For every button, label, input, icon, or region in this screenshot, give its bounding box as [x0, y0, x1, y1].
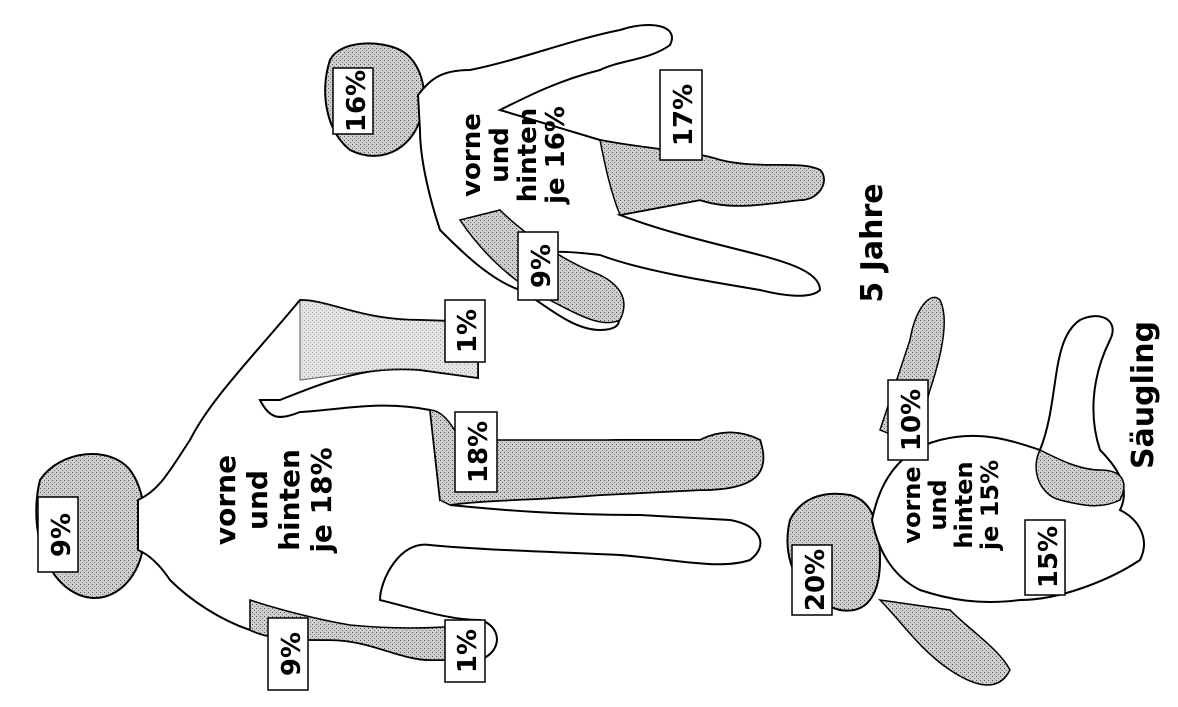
infant-caption: Säugling [1126, 321, 1161, 469]
infant-arm-lower [880, 600, 1010, 685]
child5-figure: 16% 17% 9% vorne und hinten je 16% 5 Jah… [325, 25, 890, 330]
infant-trunk-line-2: und [924, 479, 952, 530]
infant-figure: 20% 10% 15% vorne und hinten je 15% Säug… [787, 297, 1161, 685]
adult-trunk-line-1: vorne [209, 455, 242, 545]
infant-trunk-text: vorne und hinten je 15% [898, 460, 1004, 551]
adult-head-label: 9% [47, 513, 77, 557]
child5-trunk-line-4: je 16% [541, 106, 571, 205]
child5-trunk-text: vorne und hinten je 16% [457, 106, 571, 205]
adult-trunk-text: vorne und hinten je 18% [209, 447, 338, 553]
adult-figure: 9% 1% 18% 9% 1% vorne und hinten je 18% [36, 300, 763, 690]
child5-caption: 5 Jahre [855, 183, 890, 302]
adult-hand-upper-label: 1% [453, 309, 483, 353]
child5-head-label: 16% [342, 70, 372, 132]
infant-leg-label: 15% [1034, 526, 1064, 588]
adult-hand-lower-label: 1% [453, 629, 483, 673]
infant-trunk-line-1: vorne [898, 466, 926, 543]
child5-trunk-line-1: vorne [457, 113, 487, 197]
adult-arm-label: 9% [277, 632, 307, 676]
adult-trunk-line-3: hinten [273, 449, 306, 551]
child5-leg-shade [600, 140, 824, 215]
infant-trunk-line-4: je 15% [976, 460, 1004, 551]
infant-trunk-line-3: hinten [950, 461, 978, 548]
child5-leg-label: 17% [669, 84, 699, 146]
adult-trunk-line-2: und [241, 470, 274, 530]
child5-trunk-line-2: und [485, 127, 515, 183]
adult-trunk-line-4: je 18% [305, 447, 338, 553]
child5-trunk-line-3: hinten [513, 108, 543, 203]
infant-head-label: 20% [801, 549, 831, 611]
adult-leg-label: 18% [464, 421, 494, 483]
child5-arm-label: 9% [527, 244, 557, 288]
infant-arm-label: 10% [897, 389, 927, 451]
